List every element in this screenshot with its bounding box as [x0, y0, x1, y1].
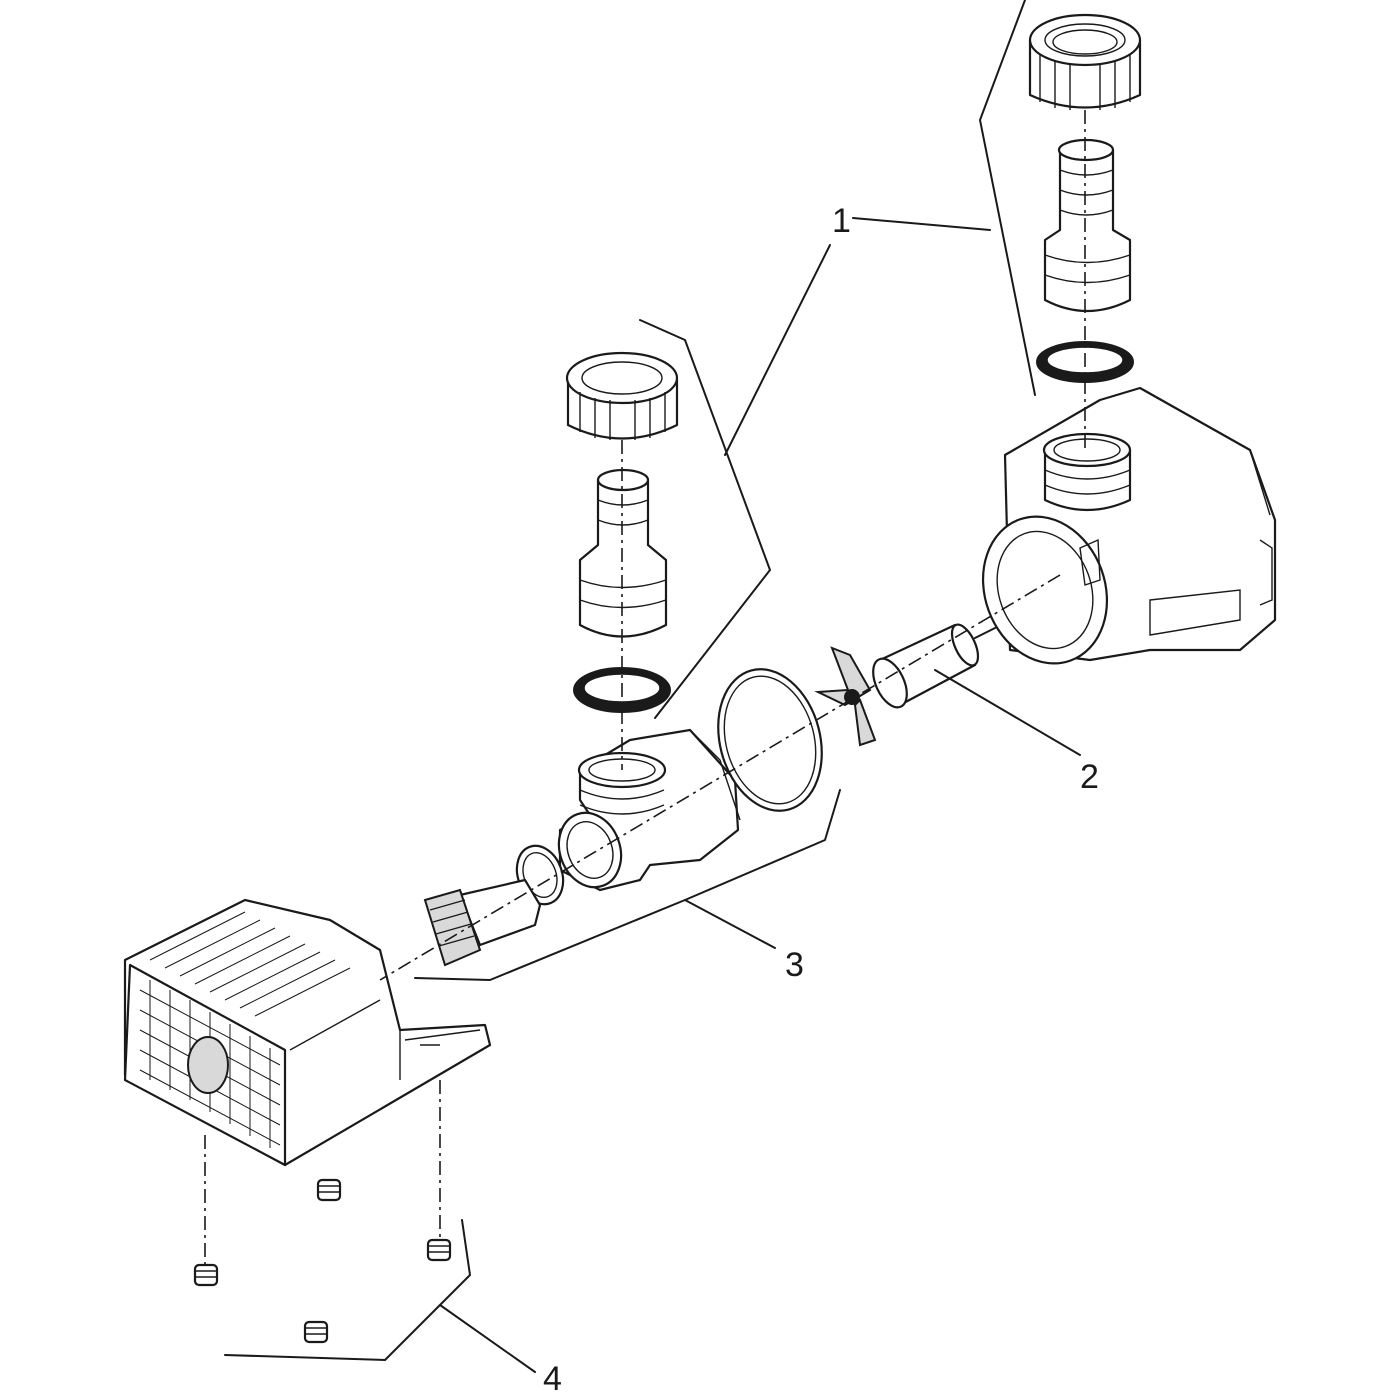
leader-lines: [224, 0, 1081, 1373]
large-o-ring: [717, 668, 823, 812]
inlet-connector: [423, 878, 542, 967]
motor-housing: [981, 386, 1277, 665]
screw-1: [316, 1178, 342, 1202]
callout-labels: 1 2 3 4: [543, 202, 1099, 1398]
screw-4: [303, 1320, 329, 1344]
callout-1: 1: [832, 202, 851, 240]
callout-3: 3: [785, 946, 804, 984]
lower-hose-adapter: [578, 468, 668, 638]
prefilter-housing: [123, 898, 492, 1167]
pump-chamber: [557, 728, 741, 892]
upper-hose-adapter: [1043, 138, 1132, 313]
upper-union-nut: [1028, 13, 1142, 110]
screw-2: [426, 1238, 452, 1262]
lower-union-nut: [565, 351, 679, 440]
screws: [193, 1178, 452, 1344]
callout-2: 2: [1080, 758, 1099, 796]
rotor-impeller: [814, 623, 996, 747]
assembly-axes: [204, 110, 1086, 1265]
screw-3: [193, 1263, 219, 1287]
callout-4: 4: [543, 1360, 562, 1398]
